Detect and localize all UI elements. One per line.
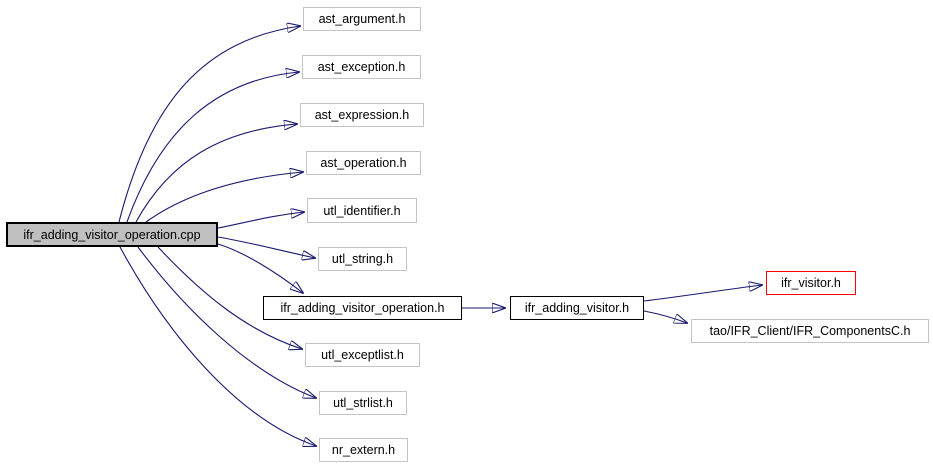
node-ifr-adding-visitor-operation-cpp: ifr_adding_visitor_operation.cpp (6, 222, 218, 247)
node-ast-expression-h[interactable]: ast_expression.h (300, 103, 424, 127)
edge-cpp-to-utl-strlist (137, 246, 316, 398)
node-ifr-adding-visitor-operation-h[interactable]: ifr_adding_visitor_operation.h (263, 296, 462, 320)
edge-cpp-to-ast-exception (126, 72, 299, 223)
edge-cpp-to-utl-string (217, 236, 315, 258)
edge-cpp-to-nr-extern (119, 246, 316, 446)
node-utl-strlist-h[interactable]: utl_strlist.h (319, 391, 407, 415)
node-utl-string-h[interactable]: utl_string.h (318, 247, 407, 271)
node-ifr-visitor-h[interactable]: ifr_visitor.h (766, 271, 856, 295)
node-ast-exception-h[interactable]: ast_exception.h (302, 55, 421, 79)
edge-cpp-to-utl-identifier (217, 212, 304, 229)
node-utl-exceptlist-h[interactable]: utl_exceptlist.h (305, 343, 420, 367)
node-tao-ifr-client-ifr-componentsc-h[interactable]: tao/IFR_Client/IFR_ComponentsC.h (691, 319, 929, 343)
edge-ifr-adding-to-tao (643, 310, 687, 323)
edge-cpp-to-ast-expression (135, 124, 297, 223)
edge-cpp-to-ast-argument (118, 26, 300, 223)
node-utl-identifier-h[interactable]: utl_identifier.h (307, 198, 417, 223)
node-nr-extern-h[interactable]: nr_extern.h (319, 438, 408, 462)
edge-ifr-adding-to-ifr-visitor (643, 285, 762, 302)
node-ast-argument-h[interactable]: ast_argument.h (303, 7, 421, 31)
node-ifr-adding-visitor-h[interactable]: ifr_adding_visitor.h (510, 296, 644, 320)
node-ast-operation-h[interactable]: ast_operation.h (306, 151, 421, 175)
edge-cpp-to-ast-operation (145, 172, 303, 223)
edge-cpp-to-ifr-op-h (217, 243, 303, 293)
